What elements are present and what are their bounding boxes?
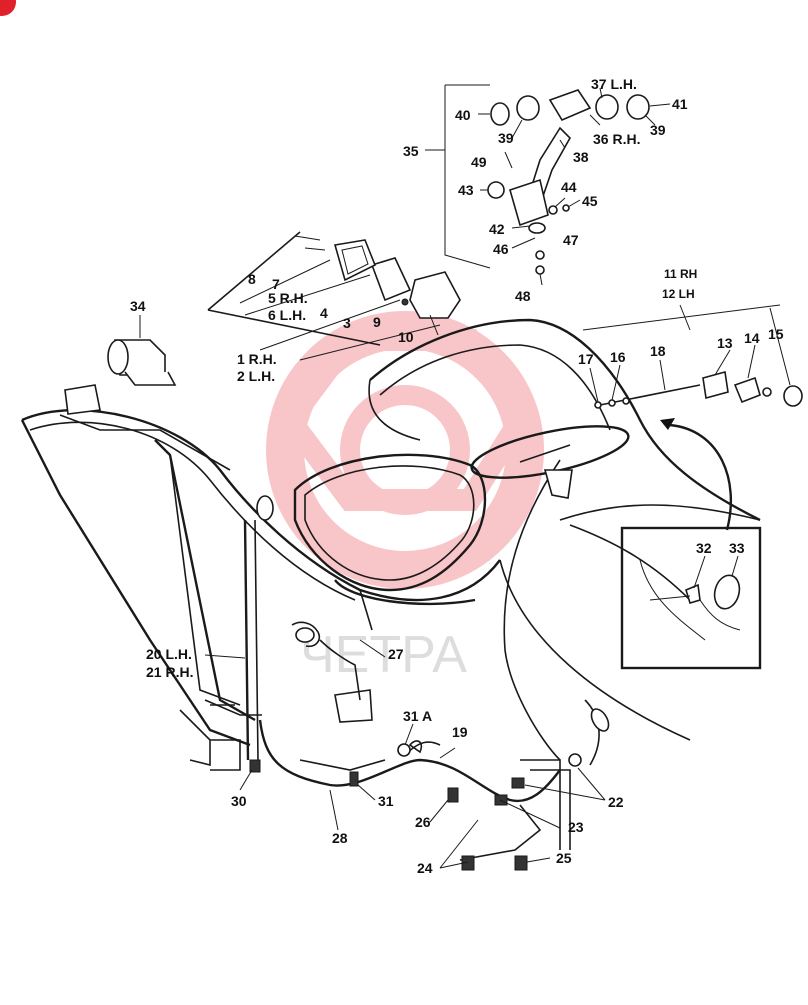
callout-30: 30 <box>231 793 247 809</box>
callout-49: 49 <box>471 154 487 170</box>
instrument-assembly <box>582 304 803 409</box>
callout-labels: 1 R.H. 2 L.H. 3 4 5 R.H. 6 L.H. 7 8 9 10… <box>130 76 784 876</box>
callout-28: 28 <box>332 830 348 846</box>
callout-38: 38 <box>573 149 589 165</box>
watermark-text: ЧЕТРА <box>300 626 467 684</box>
lamp-assembly <box>207 231 461 361</box>
callout-34: 34 <box>130 298 146 314</box>
callout-23: 23 <box>568 819 584 835</box>
callout-26: 26 <box>415 814 431 830</box>
callout-40: 40 <box>455 107 471 123</box>
callout-12: 12 LH <box>662 287 695 301</box>
callout-9: 9 <box>373 314 381 330</box>
callout-16: 16 <box>610 349 626 365</box>
callout-27: 27 <box>388 646 404 662</box>
watermark-logo <box>266 311 544 589</box>
callout-13: 13 <box>717 335 733 351</box>
callout-39a: 39 <box>498 130 514 146</box>
callout-48: 48 <box>515 288 531 304</box>
callout-21: 21 R.H. <box>146 664 193 680</box>
callout-47: 47 <box>563 232 579 248</box>
callout-46: 46 <box>493 241 509 257</box>
callout-19: 19 <box>452 724 468 740</box>
callout-20: 20 L.H. <box>146 646 192 662</box>
callout-42: 42 <box>489 221 505 237</box>
callout-37: 37 L.H. <box>591 76 637 92</box>
callout-2: 2 L.H. <box>237 368 275 384</box>
flasher-unit-34 <box>107 339 177 386</box>
switch-assembly <box>425 84 650 275</box>
callout-32: 32 <box>696 540 712 556</box>
wiring-harness <box>249 621 610 871</box>
fender-assembly <box>20 318 761 771</box>
callout-1: 1 R.H. <box>237 351 277 367</box>
callout-31a: 31 A <box>403 708 432 724</box>
callout-35: 35 <box>403 143 419 159</box>
callout-6: 6 L.H. <box>268 307 306 323</box>
callout-14: 14 <box>744 330 760 346</box>
callout-24: 24 <box>417 860 433 876</box>
callout-3: 3 <box>343 315 351 331</box>
callout-41: 41 <box>672 96 688 112</box>
callout-18: 18 <box>650 343 666 359</box>
callout-4: 4 <box>320 305 328 321</box>
callout-11: 11 RH <box>664 267 697 281</box>
callout-33: 33 <box>729 540 745 556</box>
callout-7: 7 <box>272 276 280 292</box>
callout-17: 17 <box>578 351 594 367</box>
callout-44: 44 <box>561 179 577 195</box>
callout-5: 5 R.H. <box>268 290 308 306</box>
callout-36: 36 R.H. <box>593 131 640 147</box>
inset-detail <box>620 418 762 670</box>
callout-39b: 39 <box>650 122 666 138</box>
callout-15: 15 <box>768 326 784 342</box>
callout-45: 45 <box>582 193 598 209</box>
callout-8: 8 <box>248 271 256 287</box>
callout-10: 10 <box>398 329 414 345</box>
callout-43: 43 <box>458 182 474 198</box>
callout-22: 22 <box>608 794 624 810</box>
callout-31: 31 <box>378 793 394 809</box>
leader-lines <box>139 87 756 869</box>
callout-25: 25 <box>556 850 572 866</box>
